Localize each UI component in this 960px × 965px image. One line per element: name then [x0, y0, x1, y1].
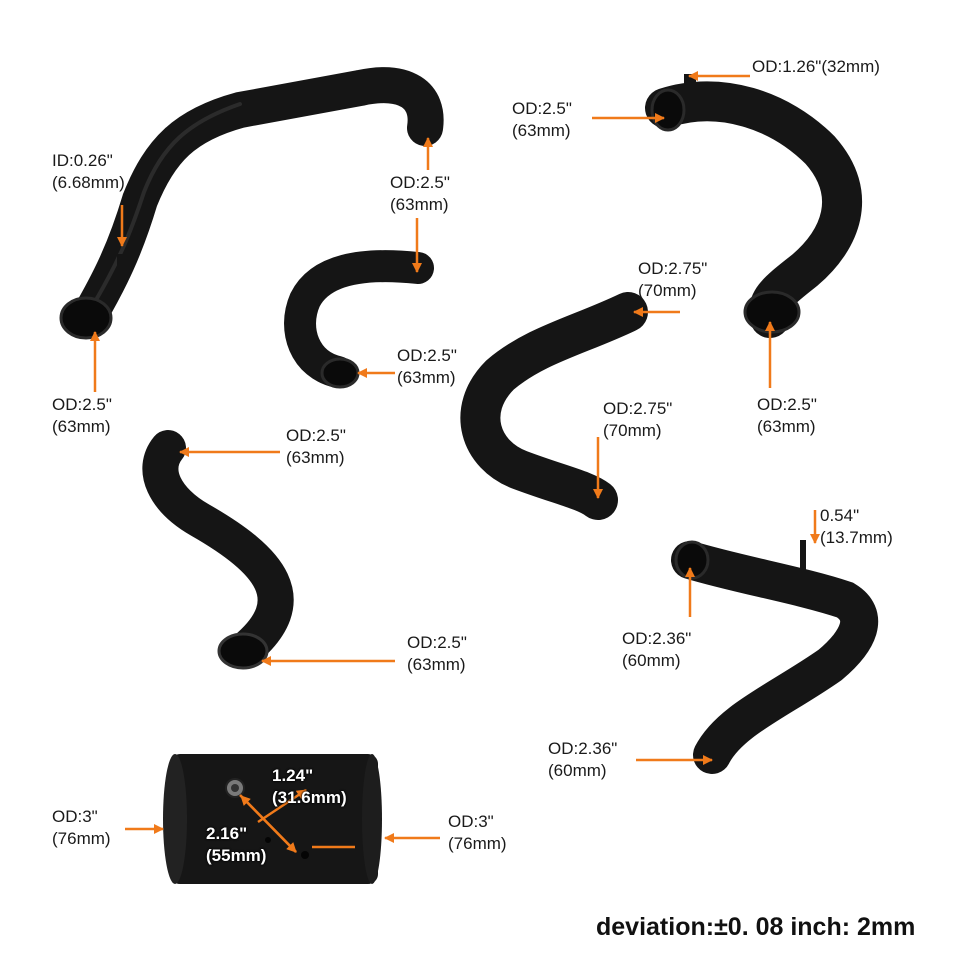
pipe-4 — [460, 292, 648, 520]
pipe-2-opening — [320, 357, 360, 389]
pipe-5-opening-top — [650, 88, 686, 132]
label-pipe6-bottom: OD:2.36"(60mm) — [548, 739, 618, 780]
label-coupler-spacing-2: 2.16"(55mm) — [206, 824, 267, 865]
label-pipe3-bottom: OD:2.5"(63mm) — [407, 633, 467, 674]
arrow-coupler-diag-3 — [257, 788, 307, 824]
label-pipe5-bottom: OD:2.5"(63mm) — [757, 395, 817, 436]
pipe-5-opening-bottom — [743, 290, 801, 334]
pipe-1 — [59, 67, 444, 340]
pipe-6-tab — [800, 540, 806, 570]
pipe-3-opening — [217, 632, 269, 670]
pipe-1-nipple — [117, 254, 125, 266]
coupler — [163, 754, 382, 884]
pipe-6 — [671, 540, 879, 774]
label-pipe1-top-right: OD:2.5"(63mm) — [390, 173, 450, 214]
label-pipe4-bottom: OD:2.75"(70mm) — [603, 399, 673, 440]
label-pipe2-right: OD:2.5"(63mm) — [397, 346, 457, 387]
label-id-026: ID:0.26"(6.68mm) — [52, 151, 125, 192]
label-pipe4-top: OD:2.75"(70mm) — [638, 259, 708, 300]
deviation-note: deviation:±0. 08 inch: 2mm — [596, 913, 916, 941]
label-pipe3-top: OD:2.5"(63mm) — [286, 426, 346, 467]
pipe-6-opening — [674, 540, 710, 580]
label-pipe6-tab: 0.54"(13.7mm) — [820, 506, 893, 547]
label-coupler-left: OD:3"(76mm) — [52, 807, 111, 848]
pipe-3 — [142, 430, 294, 670]
label-coupler-spacing-1: 1.24"(31.6mm) — [272, 766, 347, 807]
label-pipe5-top-left: OD:2.5"(63mm) — [512, 99, 572, 140]
label-coupler-right: OD:3"(76mm) — [448, 812, 507, 853]
coupler-hole — [301, 851, 309, 859]
pipe-1-opening — [59, 296, 113, 340]
arrow-coupler-diag-2 — [240, 795, 297, 853]
label-pipe1-bottom: OD:2.5"(63mm) — [52, 395, 112, 436]
label-pipe6-left: OD:2.36"(60mm) — [622, 629, 692, 670]
dimension-arrows — [90, 71, 820, 853]
label-pipe5-top-right: OD:1.26"(32mm) — [752, 57, 880, 76]
